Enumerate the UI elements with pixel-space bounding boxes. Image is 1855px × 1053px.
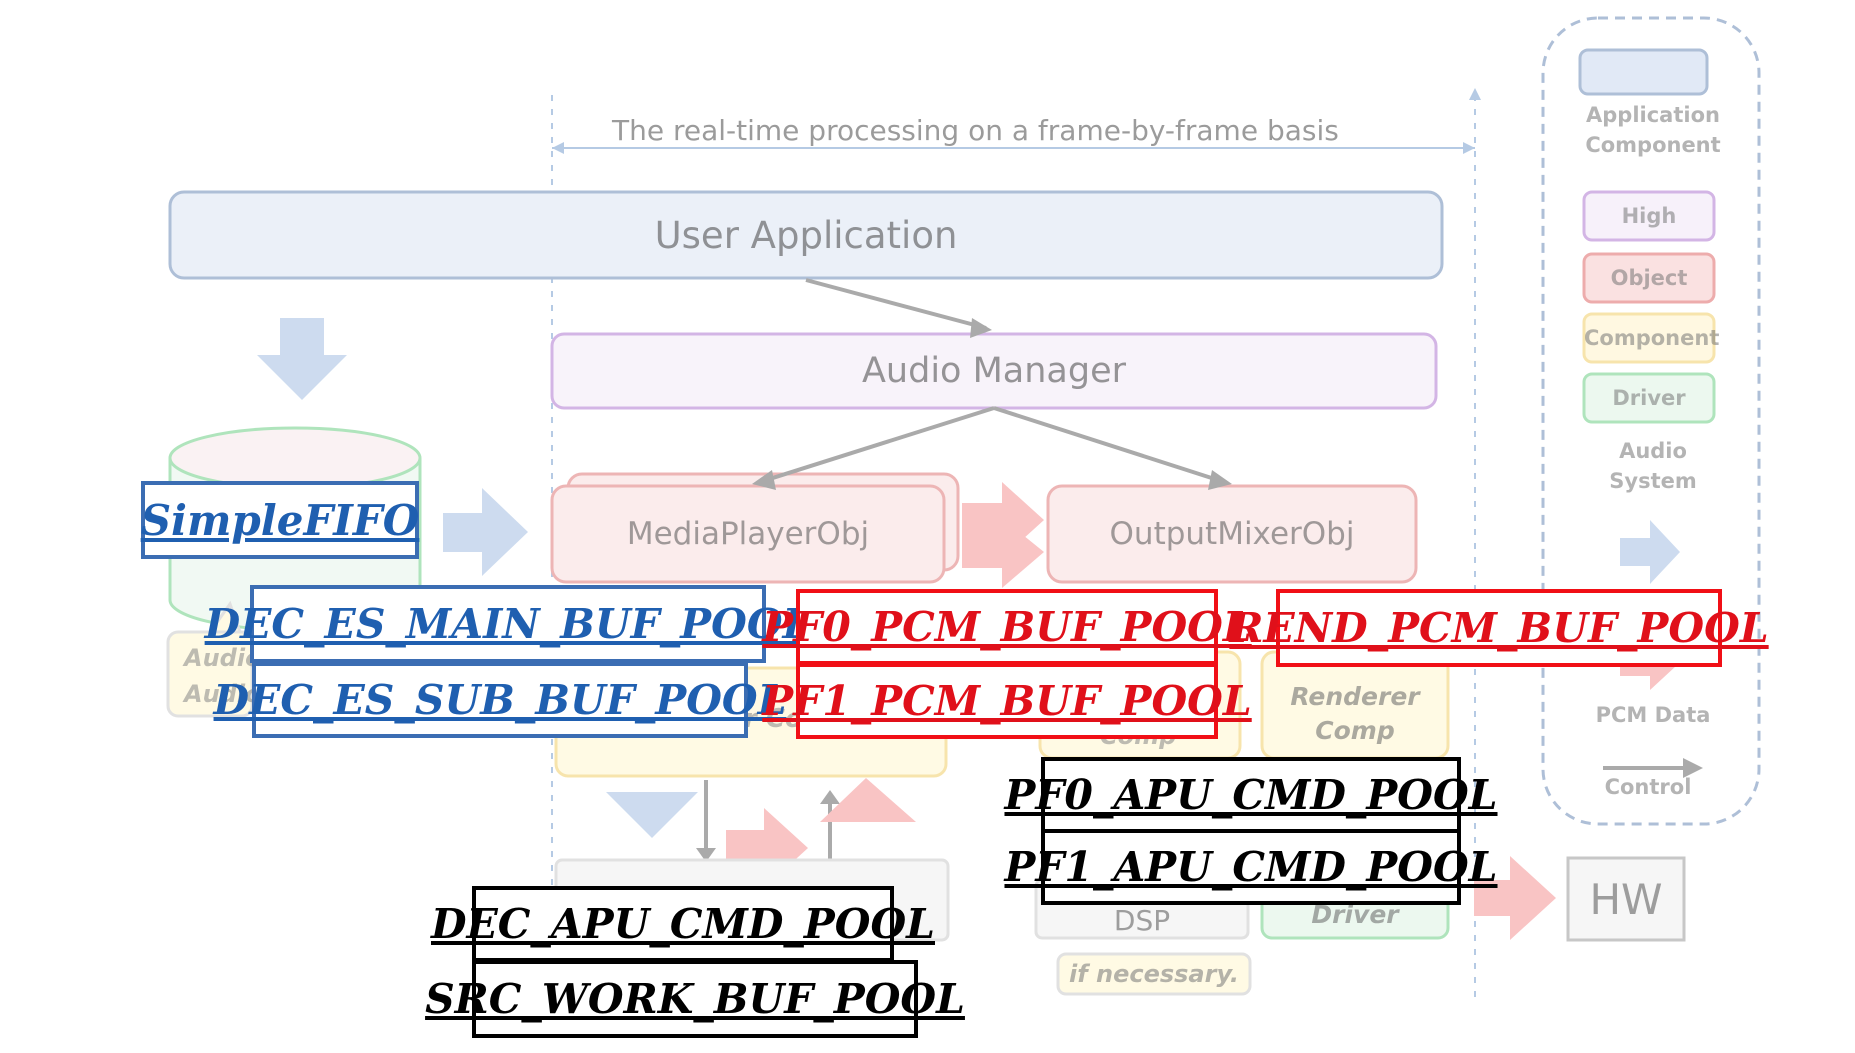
renderer-comp-line1: Renderer [1290,682,1420,711]
pf0-apu-cmd-pool-label: PF0_APU_CMD_POOL [1004,757,1498,833]
dec-es-main-buf-pool-label: DEC_ES_MAIN_BUF_POOL [205,585,811,663]
realtime-caption: The real-time processing on a frame-by-f… [612,114,1339,147]
renderer-comp-line2: Comp [1315,716,1395,745]
legend-control: Control [1604,775,1692,799]
src-work-buf-pool-label: SRC_WORK_BUF_POOL [425,960,965,1038]
dsp-box: DSP [1113,904,1171,937]
audio-manager-box: Audio Manager [861,351,1127,391]
if-necessary-note: if necessary. [1068,960,1240,988]
legend-audio-system: Audio System [1560,436,1746,496]
hw-box: HW [1589,874,1663,924]
output-mixer-obj-box: OutputMixerObj [1109,516,1355,552]
legend-audio-line2: System [1609,469,1697,493]
audio-fragment-1: Audio [184,644,262,672]
dec-es-sub-buf-pool-label: DEC_ES_SUB_BUF_POOL [214,662,786,738]
pf1-pcm-buf-pool-label: PF1_PCM_BUF_POOL [762,663,1252,739]
legend-application: Application Component [1560,100,1746,160]
legend-application-line2: Component [1585,133,1721,157]
pf1-apu-cmd-pool-label: PF1_APU_CMD_POOL [1004,829,1498,905]
user-application-box: User Application [654,213,958,257]
simple-fifo-label: SimpleFIFO [141,481,419,559]
legend-audio-line1: Audio [1619,439,1687,463]
cut-fragment: r Co [744,704,803,734]
legend-component: Component [1584,326,1720,350]
rend-pcm-buf-pool-label: REND_PCM_BUF_POOL [1229,589,1769,667]
legend-application-line1: Application [1586,103,1720,127]
legend-object: Object [1610,266,1688,290]
legend-pcm-data: PCM Data [1595,703,1711,727]
media-player-obj-box: MediaPlayerObj [626,516,870,552]
dec-apu-cmd-pool-label: DEC_APU_CMD_POOL [431,886,935,962]
legend-driver: Driver [1612,386,1686,410]
pf0-pcm-buf-pool-label: PF0_PCM_BUF_POOL [762,589,1252,665]
legend-high: High [1621,204,1677,228]
audio-fragment-2: Audio [184,680,262,708]
